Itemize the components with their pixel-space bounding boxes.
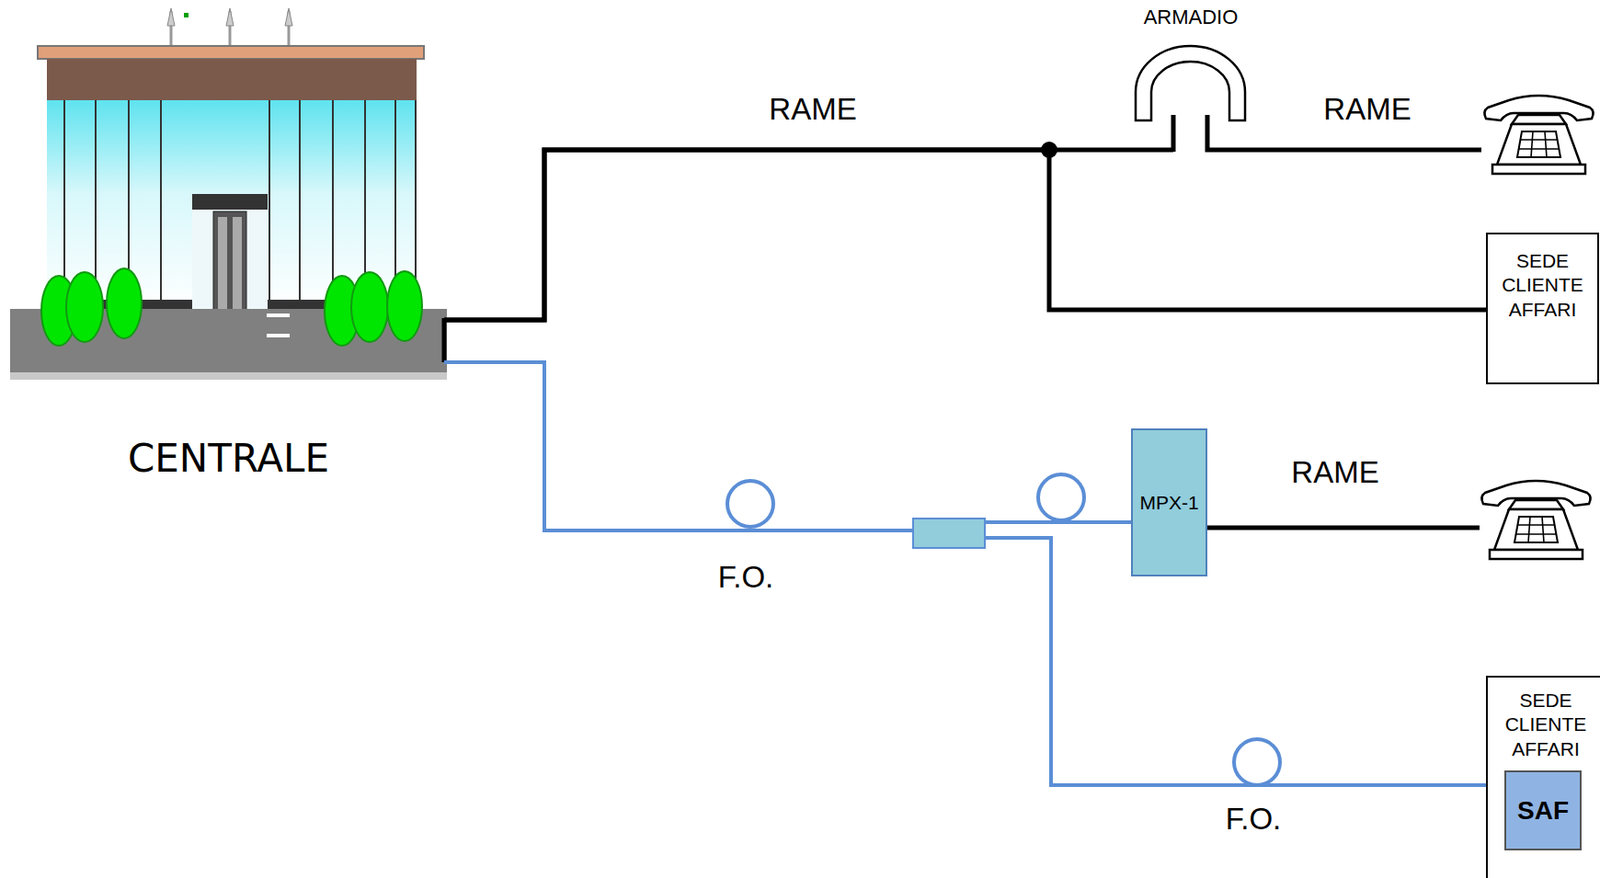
copper-line [444, 149, 1486, 320]
node-text: MPX-1 [1139, 491, 1199, 515]
multiplexer-box: MPX-1 [1131, 428, 1208, 577]
cabinet-node: ARMADIO [1126, 5, 1256, 150]
line-label: F.O. [715, 560, 778, 595]
building-illustration [10, 8, 447, 380]
business-site-box: SEDE CLIENTE AFFARI SAF [1485, 675, 1600, 878]
line-label: RAME [765, 92, 859, 126]
line-label: RAME [1288, 456, 1382, 490]
fiber-line [444, 362, 1132, 531]
line-label: RAME [1320, 92, 1414, 126]
business-site-box: SEDE CLIENTE AFFARI [1485, 232, 1600, 385]
node-text: SEDE CLIENTE AFFARI [1487, 249, 1598, 322]
copper-wire [1205, 525, 1480, 531]
junction-dot [1040, 141, 1058, 159]
saf-box: SAF [1504, 770, 1582, 851]
telephone-icon [1484, 95, 1593, 174]
node-text: SEDE CLIENTE AFFARI [1487, 688, 1600, 762]
central-office: CENTRALE [10, 5, 447, 480]
node-text: ARMADIO [1126, 5, 1256, 30]
line-label: F.O. [1222, 802, 1285, 836]
fiber-splitter [913, 518, 985, 549]
telephone-icon [1481, 480, 1590, 560]
cabinet-symbol [1135, 45, 1246, 121]
copper-line [444, 149, 1174, 320]
fiber-line [444, 362, 1486, 786]
copper-wire [442, 318, 447, 363]
node-text: SAF [1517, 796, 1569, 826]
node-text: CENTRALE [10, 435, 447, 481]
